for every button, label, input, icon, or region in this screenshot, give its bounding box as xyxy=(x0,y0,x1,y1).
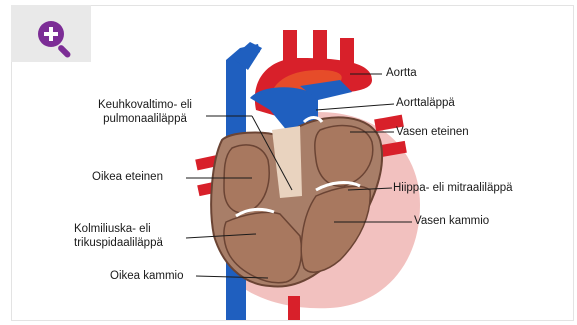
inferior-vena-cava xyxy=(226,286,246,320)
label-kolmi-line2: trikuspidaaliläppä xyxy=(74,236,186,250)
label-oikea-kammio: Oikea kammio xyxy=(110,269,184,283)
label-keuhko-line2: pulmonaaliläppä xyxy=(83,112,207,126)
label-keuhko-line1: Keuhkovaltimo- eli xyxy=(83,98,207,112)
descending-aorta xyxy=(288,296,300,320)
label-aorttalappa: Aorttaläppä xyxy=(396,96,455,110)
label-vasen-eteinen: Vasen eteinen xyxy=(396,125,469,139)
label-oikea-eteinen: Oikea eteinen xyxy=(92,170,163,184)
label-aortta: Aortta xyxy=(386,66,417,80)
label-vasen-kammio: Vasen kammio xyxy=(414,214,489,228)
label-keuhkovaltimo: Keuhkovaltimo- eli pulmonaaliläppä xyxy=(83,98,207,126)
label-kolmi-line1: Kolmiliuska- eli xyxy=(74,222,186,236)
label-kolmiliuska: Kolmiliuska- eli trikuspidaaliläppä xyxy=(74,222,186,250)
label-hiippa: Hiippa- eli mitraaliläppä xyxy=(393,181,513,195)
